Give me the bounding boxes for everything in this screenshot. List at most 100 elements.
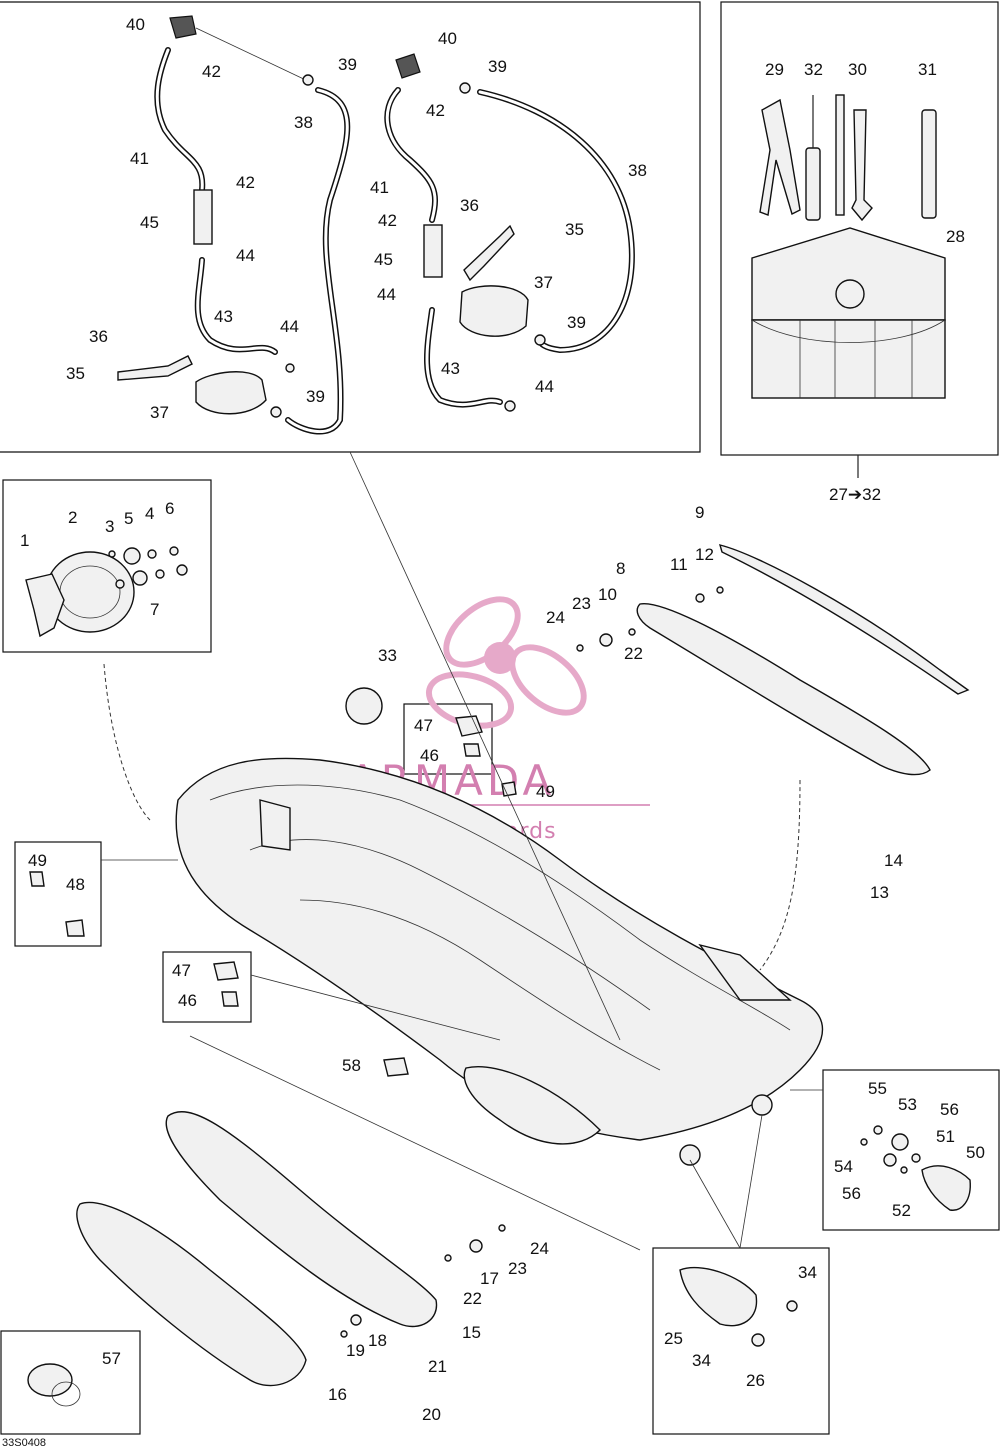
callout-46-a: 46 <box>420 746 439 765</box>
fuel-filter-45-right <box>423 224 443 278</box>
wrench-31 <box>921 109 937 219</box>
fastener-47-center <box>455 715 483 737</box>
callout-23-a: 23 <box>572 594 591 613</box>
callout-24-b: 24 <box>530 1239 549 1258</box>
callout-56-b: 56 <box>842 1184 861 1203</box>
cap-57 <box>27 1363 81 1407</box>
callout-10: 10 <box>598 585 617 604</box>
sponson-left <box>76 1111 506 1387</box>
callout-26: 26 <box>746 1371 765 1390</box>
bracket-35-left <box>117 355 193 381</box>
callout-51: 51 <box>936 1127 955 1146</box>
drain-plug-assembly <box>679 1266 798 1347</box>
dashed-connector-sponson-right <box>759 779 801 971</box>
grab-handle-50 <box>921 1165 971 1211</box>
callout-44-d: 44 <box>535 377 554 396</box>
callout-39-b: 39 <box>488 57 507 76</box>
callout-58: 58 <box>342 1056 361 1075</box>
callout-42-a: 42 <box>202 62 221 81</box>
callout-40-b: 40 <box>438 29 457 48</box>
callout-42-d: 42 <box>378 211 397 230</box>
hull-shell <box>175 757 824 1141</box>
callout-54: 54 <box>834 1157 853 1176</box>
callout-5: 5 <box>124 509 133 528</box>
clip-48 <box>65 919 85 937</box>
callout-12: 12 <box>695 545 714 564</box>
sponson-pad <box>463 1066 601 1145</box>
fastener-46-left <box>221 991 239 1007</box>
drain-housing-25 <box>679 1266 758 1327</box>
callout-15: 15 <box>462 1323 481 1342</box>
sponson-right <box>576 544 970 776</box>
fastener-46-47-frame-center <box>403 703 493 775</box>
callout-42-c: 42 <box>426 101 445 120</box>
cap-57-frame <box>0 1330 141 1435</box>
callout-44-b: 44 <box>280 317 299 336</box>
callout-45-b: 45 <box>374 250 393 269</box>
callout-8: 8 <box>616 559 625 578</box>
callout-30: 30 <box>848 60 867 79</box>
tool-bag-28 <box>751 227 946 321</box>
leader-fuel-hull <box>349 451 621 1041</box>
clamp-39-left-top <box>302 74 314 86</box>
steering-frame <box>2 479 212 653</box>
callout-17: 17 <box>480 1269 499 1288</box>
callout-21: 21 <box>428 1357 447 1376</box>
callout-24-a: 24 <box>546 608 565 627</box>
fuel-system-right <box>384 53 635 412</box>
clip-49-hull <box>501 781 517 797</box>
callout-39-a: 39 <box>338 55 357 74</box>
callout-47-a: 47 <box>414 716 433 735</box>
callout-37-a: 37 <box>150 403 169 422</box>
callout-35-b: 35 <box>565 220 584 239</box>
callout-22-a: 22 <box>624 644 643 663</box>
bracket-35-right <box>463 224 515 282</box>
callout-4: 4 <box>145 504 154 523</box>
callout-16: 16 <box>328 1385 347 1404</box>
elbow-fitting-40-right <box>395 53 421 79</box>
callout-34-b: 34 <box>692 1351 711 1370</box>
fuel-filter-45-left <box>193 189 213 245</box>
sponson-15 <box>165 1111 438 1328</box>
callout-38-b: 38 <box>628 161 647 180</box>
callout-52: 52 <box>892 1201 911 1220</box>
callout-35-a: 35 <box>66 364 85 383</box>
fastener-47-left <box>213 961 239 981</box>
callout-49-b: 49 <box>28 851 47 870</box>
screwdriver-32-blade <box>835 94 845 216</box>
callout-14: 14 <box>884 851 903 870</box>
fuel-pump-37-right <box>459 285 529 337</box>
screwdriver-32 <box>805 147 821 221</box>
callout-9: 9 <box>695 503 704 522</box>
callout-31: 31 <box>918 60 937 79</box>
grab-handle-assembly <box>860 1125 971 1211</box>
tool-kit-frame <box>720 1 999 456</box>
callout-36-b: 36 <box>460 196 479 215</box>
callout-7: 7 <box>150 600 159 619</box>
callout-labels: 40 40 39 39 39 39 42 42 42 42 38 38 41 4… <box>2 15 985 1449</box>
clip-48-49-frame <box>14 841 102 947</box>
pliers-29 <box>759 98 801 216</box>
fuel-system-left <box>117 15 351 435</box>
callout-46-b: 46 <box>178 991 197 1010</box>
cover-33 <box>345 687 383 725</box>
callout-37-b: 37 <box>534 273 553 292</box>
hull-body <box>175 757 824 1166</box>
tool-kit <box>751 94 946 478</box>
dashed-connector-steering <box>103 663 151 821</box>
callout-43-a: 43 <box>214 307 233 326</box>
callout-20: 20 <box>422 1405 441 1424</box>
fuel-pump-37-left <box>195 371 267 415</box>
rail-9 <box>718 544 970 695</box>
armada-logo <box>425 596 587 729</box>
callout-2: 2 <box>68 508 77 527</box>
callout-41-b: 41 <box>370 178 389 197</box>
handle-part-1 <box>25 573 65 638</box>
leader-sponson-left <box>189 1035 641 1251</box>
callout-23-b: 23 <box>508 1259 527 1278</box>
fastener-46-center <box>463 743 481 757</box>
sponson-8 <box>636 602 931 776</box>
callout-47-b: 47 <box>172 961 191 980</box>
plug-26 <box>751 1333 765 1347</box>
